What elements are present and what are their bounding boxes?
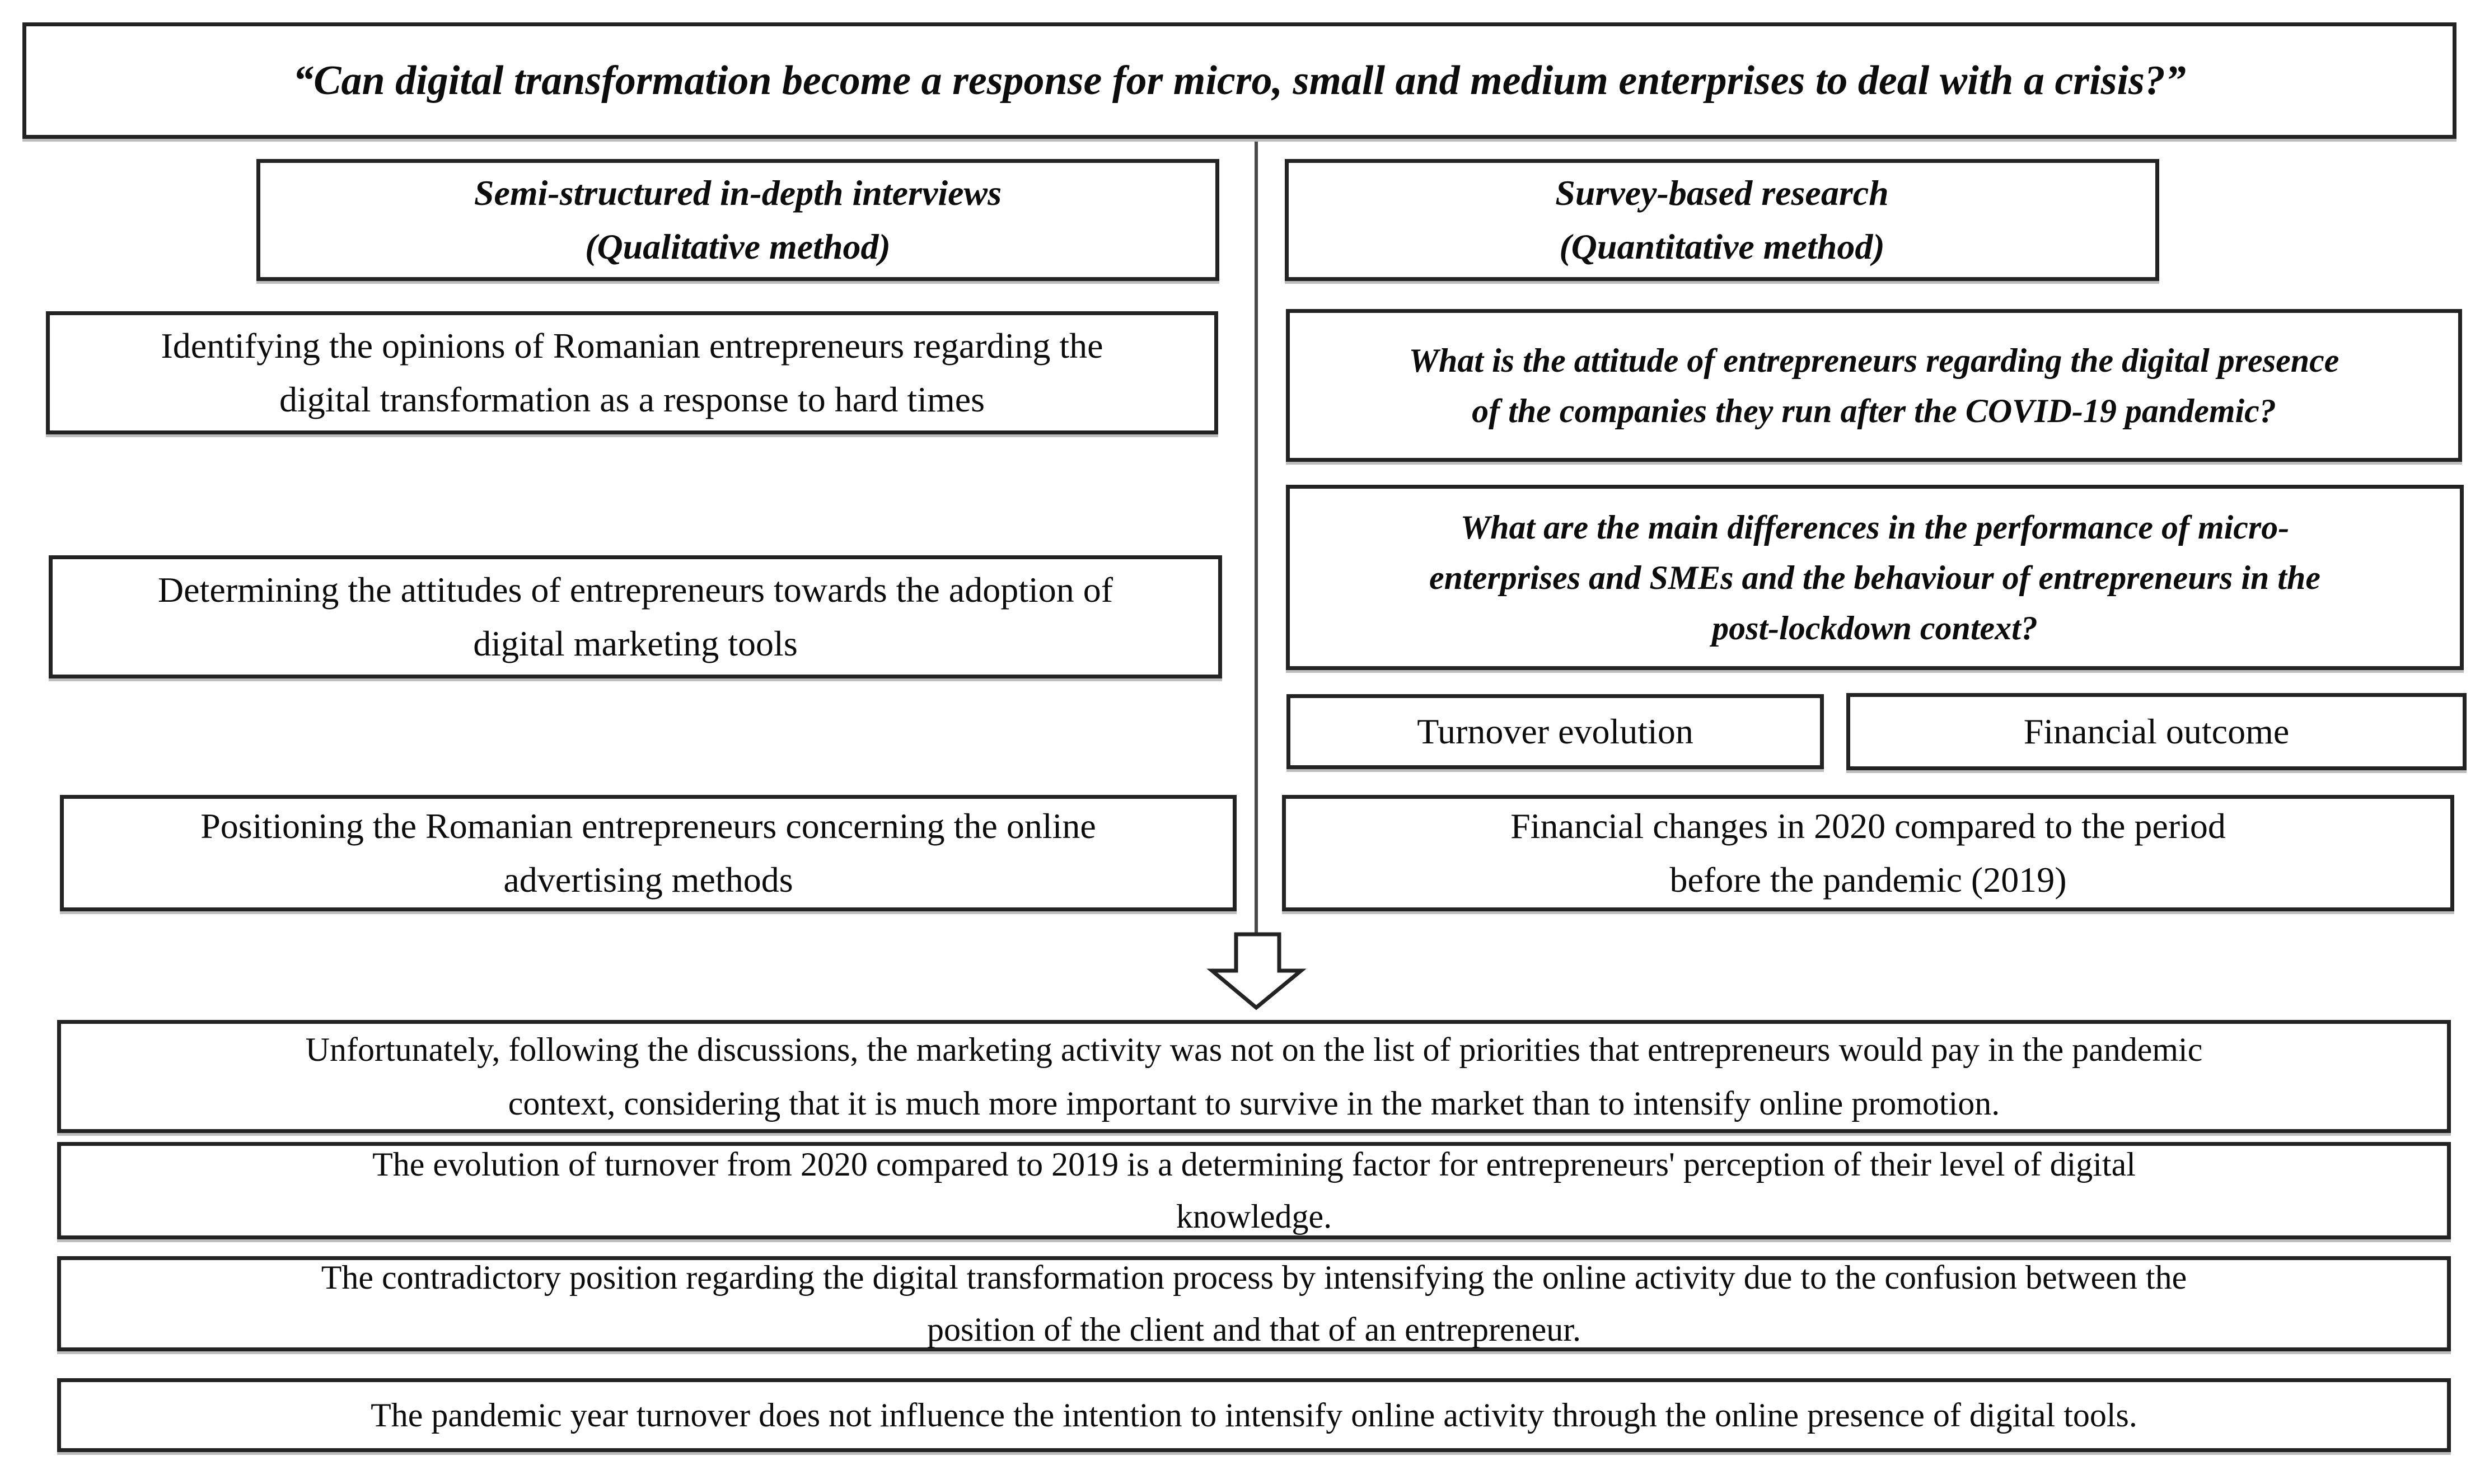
qualitative-objective-3-box: Positioning the Romanian entrepreneurs c… <box>60 795 1237 911</box>
indicator-financial-outcome-box: Financial outcome <box>1846 693 2467 770</box>
finding-3-text: The contradictory position regarding the… <box>321 1259 2187 1348</box>
quantitative-question-2-box: What are the main differences in the per… <box>1286 485 2464 670</box>
qualitative-method-header-text: Semi-structured in-depth interviews (Qua… <box>474 173 1002 266</box>
qualitative-method-header-box: Semi-structured in-depth interviews (Qua… <box>256 159 1219 281</box>
finding-2-text: The evolution of turnover from 2020 comp… <box>372 1146 2136 1235</box>
finding-1-box: Unfortunately, following the discussions… <box>57 1020 2451 1133</box>
finding-3-box: The contradictory position regarding the… <box>57 1256 2451 1351</box>
quantitative-question-2-text: What are the main differences in the per… <box>1429 508 2320 647</box>
finding-2-box: The evolution of turnover from 2020 comp… <box>57 1142 2451 1239</box>
quantitative-method-header-box: Survey-based research (Quantitative meth… <box>1285 159 2159 281</box>
qualitative-objective-3-text: Positioning the Romanian entrepreneurs c… <box>200 806 1096 900</box>
qualitative-objective-2-box: Determining the attitudes of entrepreneu… <box>49 555 1222 678</box>
indicator-financial-outcome-text: Financial outcome <box>2023 711 2290 751</box>
indicator-turnover-evolution-text: Turnover evolution <box>1417 711 1693 751</box>
indicator-turnover-evolution-box: Turnover evolution <box>1286 694 1824 769</box>
finding-4-text: The pandemic year turnover does not infl… <box>371 1397 2137 1434</box>
qualitative-objective-1-text: Identifying the opinions of Romanian ent… <box>161 326 1103 419</box>
research-question-box: “Can digital transformation become a res… <box>22 22 2456 139</box>
research-question-text: “Can digital transformation become a res… <box>293 57 2186 104</box>
down-arrow-icon <box>1206 932 1307 1010</box>
quantitative-question-1-text: What is the attitude of entrepreneurs re… <box>1409 341 2339 429</box>
qualitative-objective-1-box: Identifying the opinions of Romanian ent… <box>46 311 1218 434</box>
financial-changes-box: Financial changes in 2020 compared to th… <box>1282 795 2454 911</box>
connector-line <box>1255 141 1258 947</box>
financial-changes-text: Financial changes in 2020 compared to th… <box>1510 806 2226 900</box>
quantitative-method-header-text: Survey-based research (Quantitative meth… <box>1555 173 1889 266</box>
qualitative-objective-2-text: Determining the attitudes of entrepreneu… <box>157 570 1113 663</box>
quantitative-question-1-box: What is the attitude of entrepreneurs re… <box>1286 309 2462 462</box>
finding-4-box: The pandemic year turnover does not infl… <box>57 1378 2451 1452</box>
finding-1-text: Unfortunately, following the discussions… <box>305 1031 2203 1122</box>
